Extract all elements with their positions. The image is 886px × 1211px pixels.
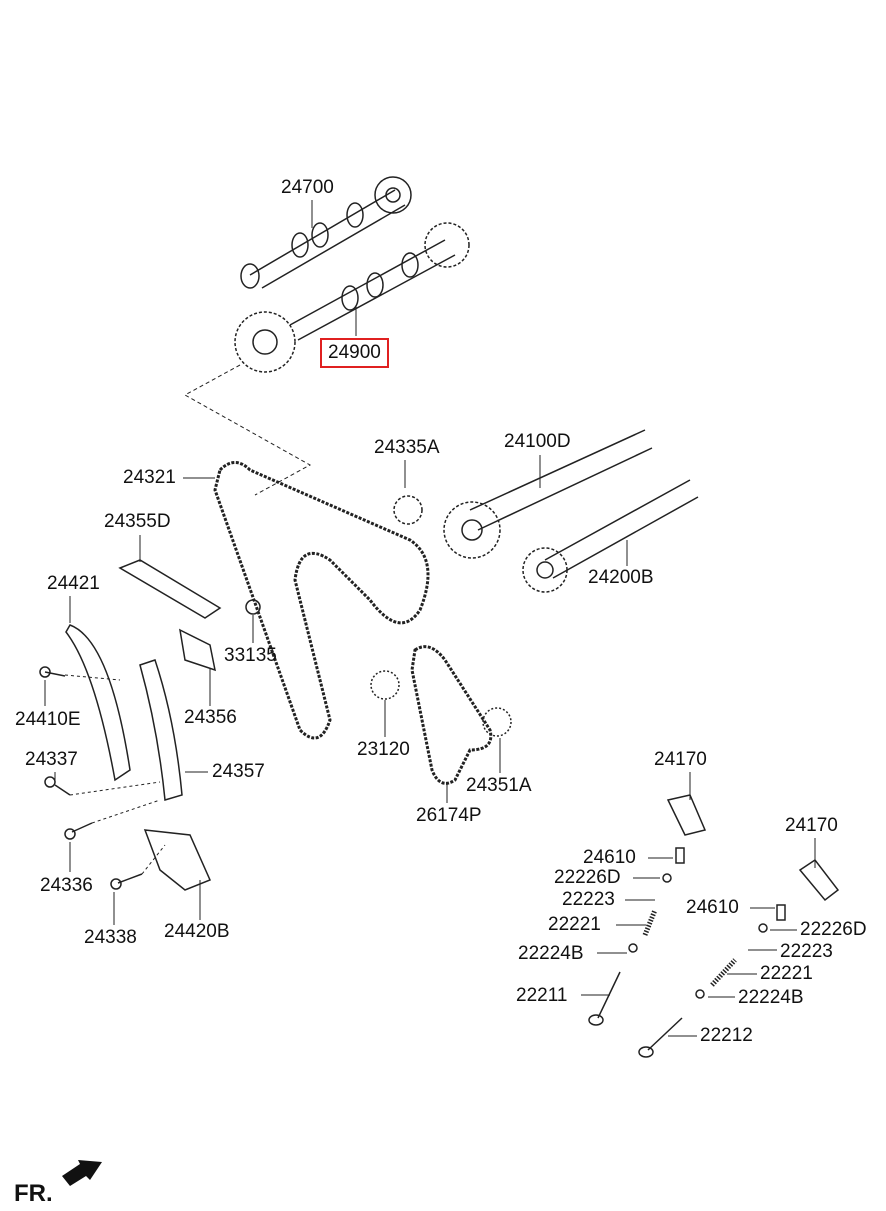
camshaft-24100D xyxy=(393,429,653,559)
camshaft-24900 xyxy=(234,222,470,373)
leader-lines xyxy=(44,200,816,1037)
part-label-22223[interactable]: 22223 xyxy=(562,889,615,910)
chain-guide-24355D xyxy=(118,559,222,619)
part-label-24170[interactable]: 24170 xyxy=(654,749,707,770)
part-label-24351A[interactable]: 24351A xyxy=(466,775,532,796)
part-label-24336[interactable]: 24336 xyxy=(40,875,93,896)
part-label-22226D[interactable]: 22226D xyxy=(800,919,867,940)
part-label-33135[interactable]: 33135 xyxy=(224,645,277,666)
part-label-24356[interactable]: 24356 xyxy=(184,707,237,728)
camshaft-24700 xyxy=(240,176,412,289)
part-label-22224B[interactable]: 22224B xyxy=(738,987,804,1008)
timing-chain-26174P xyxy=(410,645,493,785)
part-label-22212[interactable]: 22212 xyxy=(700,1025,753,1046)
front-arrow-icon xyxy=(62,1160,102,1186)
part-label-24355D[interactable]: 24355D xyxy=(104,511,171,532)
part-label-24357[interactable]: 24357 xyxy=(212,761,265,782)
part-label-22224B[interactable]: 22224B xyxy=(518,943,584,964)
part-label-24610[interactable]: 24610 xyxy=(583,847,636,868)
chain-tensioner-24420B xyxy=(143,829,212,891)
front-direction-label: FR. xyxy=(14,1180,53,1207)
part-label-24700[interactable]: 24700 xyxy=(281,177,334,198)
part-label-22211[interactable]: 22211 xyxy=(516,985,568,1006)
part-label-24200B[interactable]: 24200B xyxy=(588,567,654,588)
bolts xyxy=(39,666,166,890)
chain-guide-24357 xyxy=(139,659,183,801)
part-label-24421[interactable]: 24421 xyxy=(47,573,100,594)
part-label-24900-highlighted[interactable]: 24900 xyxy=(320,338,389,368)
part-label-24610[interactable]: 24610 xyxy=(686,897,739,918)
tensioner-24356 xyxy=(179,628,216,672)
part-label-24420B[interactable]: 24420B xyxy=(164,921,230,942)
part-label-22223[interactable]: 22223 xyxy=(780,941,833,962)
part-label-24321[interactable]: 24321 xyxy=(123,467,176,488)
part-label-22221[interactable]: 22221 xyxy=(548,914,601,935)
part-label-24410E[interactable]: 24410E xyxy=(15,709,81,730)
part-label-23120[interactable]: 23120 xyxy=(357,739,410,760)
part-label-24100D[interactable]: 24100D xyxy=(504,431,571,452)
part-label-22226D[interactable]: 22226D xyxy=(554,867,621,888)
part-label-24338[interactable]: 24338 xyxy=(84,927,137,948)
timing-chain-24321 xyxy=(213,461,430,740)
part-label-24170[interactable]: 24170 xyxy=(785,815,838,836)
part-label-24337[interactable]: 24337 xyxy=(25,749,78,770)
part-label-26174P[interactable]: 26174P xyxy=(416,805,482,826)
part-label-22221[interactable]: 22221 xyxy=(760,963,813,984)
chain-guide-24421 xyxy=(65,624,131,782)
camshaft-24200B xyxy=(522,479,699,593)
part-label-24335A[interactable]: 24335A xyxy=(374,437,440,458)
